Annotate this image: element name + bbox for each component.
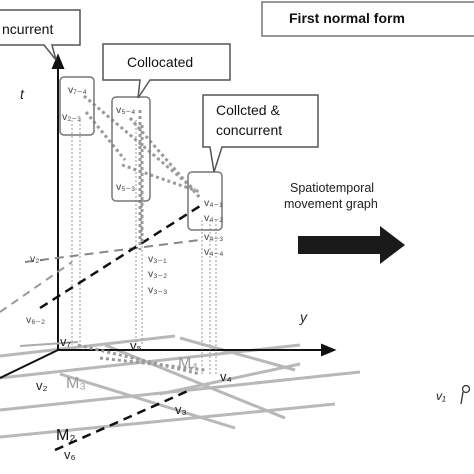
arrow-label-line1: Spatiotemporal <box>290 181 374 195</box>
group-box-left <box>59 76 95 136</box>
vertex-v4: v₄ <box>220 369 232 384</box>
vertex-v2-3: v₂₋₃ <box>62 111 81 123</box>
right-node <box>461 384 471 394</box>
vertex-v5: v₅ <box>130 338 142 353</box>
mover-labels: M₂ M₃ M₄ <box>56 355 198 444</box>
group-box-right <box>187 171 223 231</box>
arrow-label-line2: movement graph <box>284 197 378 211</box>
upper-vertex-labels: v₇₋₄ v₂₋₃ v₅₋₄ v₅₋₃ v₄₋₁ v₄₋₂ v₄₋₃ v₄₋₄ … <box>26 84 223 326</box>
vertex-v6: v₆ <box>64 447 76 462</box>
vertex-v4-1: v₄₋₁ <box>204 197 223 209</box>
t-axis-label: t <box>20 86 25 102</box>
callout-concurrent-text: ncurrent <box>2 21 53 37</box>
vertex-v2: v₂ <box>36 378 48 393</box>
vertex-v3: v₃ <box>175 402 187 417</box>
ground-vertex-labels: v₇ v₅ v₂ v₃ v₄ v₆ <box>36 334 232 462</box>
right-vertex-v1: v₁ <box>436 389 446 403</box>
vertex-v6-2: v₆₋₂ <box>26 314 45 326</box>
y-axis-label: y <box>299 309 308 325</box>
vertex-v5-4: v₅₋₄ <box>116 104 135 116</box>
trajectory-dashed <box>0 204 201 452</box>
vertex-v5-3: v₅₋₃ <box>116 181 135 193</box>
trajectory-dotted <box>77 94 206 376</box>
node-groups <box>59 76 223 231</box>
group-box-middle <box>111 96 151 202</box>
callout-concurrent: ncurrent <box>0 9 81 61</box>
vertex-v7-4: v₇₋₄ <box>68 84 87 96</box>
vertex-v2-dash: v₂₋ <box>30 253 45 265</box>
callout-first-normal-form: First normal form <box>261 1 474 37</box>
ground-plane-lines <box>0 334 361 439</box>
ground-left-line <box>19 341 79 347</box>
vertex-v7: v₇ <box>60 334 72 349</box>
mover-m3: M₃ <box>66 375 86 392</box>
callout-collocated-concurrent: Collcted & concurrent <box>202 94 319 173</box>
first-normal-form-title: First normal form <box>289 10 405 26</box>
callout-collocated: Collocated <box>102 43 231 99</box>
callout-collocated-text: Collocated <box>127 54 193 70</box>
mover-m2: M₂ <box>56 427 76 444</box>
right-panel: v₁ <box>436 384 471 405</box>
mover-m4: M₄ <box>178 355 198 372</box>
callout-cc-line2: concurrent <box>216 122 282 138</box>
vertex-v3-1: v₃₋₁ <box>148 253 167 265</box>
vertex-v3-3: v₃₋₃ <box>148 284 167 296</box>
vertex-v4-4: v₄₋₄ <box>204 246 223 258</box>
vertex-v3-2: v₃₋₂ <box>148 268 167 280</box>
vertex-v4-3: v₄₋₃ <box>204 231 223 243</box>
projection-lines <box>71 120 217 376</box>
vertex-v4-2: v₄₋₂ <box>204 212 223 224</box>
x-axis <box>0 349 59 379</box>
callout-cc-line1: Collcted & <box>216 102 280 118</box>
transform-arrow <box>298 226 405 264</box>
